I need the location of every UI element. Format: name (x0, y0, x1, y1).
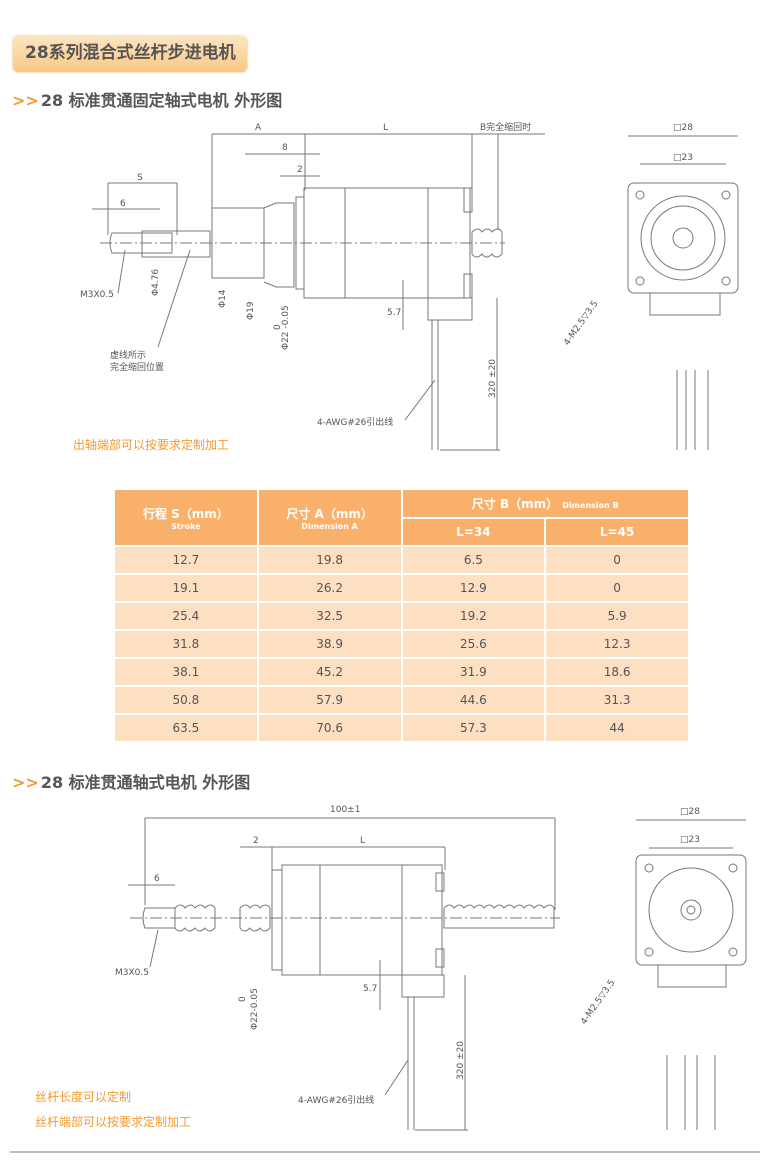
col-stroke: 行程 S（mm）Stroke (113, 488, 259, 547)
table-cell: 31.8 (113, 629, 259, 659)
svg-text:Φ22 -0.05: Φ22 -0.05 (281, 305, 291, 350)
col-dim-b: 尺寸 B（mm） Dimension B (400, 488, 690, 519)
svg-text:8: 8 (282, 143, 288, 153)
section2-note-1: 丝杆长度可以定制 (35, 1090, 132, 1104)
bottom-divider (10, 1151, 760, 1153)
svg-text:0: 0 (238, 996, 248, 1002)
table-cell: 18.6 (544, 657, 690, 687)
table-cell: 70.6 (256, 713, 403, 743)
svg-text:320 ±20: 320 ±20 (488, 359, 498, 398)
section2-note-2: 丝杆端部可以按要求定制加工 (35, 1115, 192, 1129)
table-cell: 44.6 (400, 685, 547, 715)
motor-body (303, 187, 471, 299)
section1-note: 出轴端部可以按要求定制加工 (73, 438, 230, 452)
svg-text:4-AWG#26引出线: 4-AWG#26引出线 (317, 416, 393, 428)
svg-text:Φ14: Φ14 (218, 289, 228, 308)
leadscrew-nut (141, 230, 211, 258)
svg-text:100±1: 100±1 (330, 805, 360, 815)
svg-text:0: 0 (273, 324, 283, 330)
svg-text:L: L (383, 123, 388, 133)
table-cell: 44 (544, 713, 690, 743)
front-flange (627, 182, 739, 294)
col-dim-a: 尺寸 A（mm）Dimension A (256, 488, 403, 547)
svg-text:5.7: 5.7 (363, 984, 377, 994)
svg-text:B完全缩回时: B完全缩回时 (480, 121, 531, 133)
svg-text:5.7: 5.7 (387, 308, 401, 318)
table-cell: 38.9 (256, 629, 403, 659)
col-l45: L=45 (544, 517, 690, 547)
table-cell: 12.3 (544, 629, 690, 659)
svg-text:□23: □23 (673, 153, 693, 163)
table-cell: 19.8 (256, 545, 403, 575)
svg-text:□28: □28 (680, 807, 700, 817)
svg-text:完全缩回位置: 完全缩回位置 (110, 361, 164, 373)
svg-text:6: 6 (120, 199, 126, 209)
svg-text:4-M2.5▽3.5: 4-M2.5▽3.5 (579, 978, 617, 1027)
table-cell: 5.9 (544, 601, 690, 631)
table-cell: 26.2 (256, 573, 403, 603)
table-cell: 31.9 (400, 657, 547, 687)
svg-text:4-AWG#26引出线: 4-AWG#26引出线 (298, 1094, 374, 1106)
leadscrew-end (471, 228, 503, 258)
table-cell: 63.5 (113, 713, 259, 743)
svg-text:2: 2 (253, 836, 259, 846)
svg-text:2: 2 (297, 165, 303, 175)
table-cell: 6.5 (400, 545, 547, 575)
svg-text:□23: □23 (680, 835, 700, 845)
col-l34: L=34 (400, 517, 547, 547)
table-cell: 25.4 (113, 601, 259, 631)
section2-title: >>28 标准贯通轴式电机 外形图 (12, 773, 251, 792)
svg-text:M3X0.5: M3X0.5 (80, 290, 114, 300)
svg-text:M3X0.5: M3X0.5 (115, 968, 149, 978)
svg-text:Φ22-0.05: Φ22-0.05 (250, 988, 260, 1030)
svg-text:320 ±20: 320 ±20 (456, 1041, 466, 1080)
drawing-fixed-shaft-motor: A L B完全缩回时 8 2 S 6 M3X0.5 Φ4.76 Φ14 Φ19 … (80, 121, 739, 451)
table-cell: 19.1 (113, 573, 259, 603)
svg-text:L: L (360, 836, 365, 846)
svg-text:□28: □28 (673, 123, 693, 133)
table-cell: 12.9 (400, 573, 547, 603)
table-cell: 31.3 (544, 685, 690, 715)
dimension-table: 行程 S（mm）Stroke 尺寸 A（mm）Dimension A 尺寸 B（… (113, 488, 690, 743)
section1-title: >>28 标准贯通固定轴式电机 外形图 (12, 91, 283, 110)
table-cell: 57.9 (256, 685, 403, 715)
shaft (109, 232, 173, 254)
table-cell: 50.8 (113, 685, 259, 715)
table-cell: 0 (544, 545, 690, 575)
svg-text:S: S (137, 173, 143, 183)
table-cell: 25.6 (400, 629, 547, 659)
table-cell: 32.5 (256, 601, 403, 631)
table-cell: 12.7 (113, 545, 259, 575)
svg-text:A: A (255, 123, 262, 133)
svg-text:Φ19: Φ19 (246, 301, 256, 320)
svg-text:Φ4.76: Φ4.76 (151, 269, 161, 296)
drawing-through-shaft-motor: 100±1 2 L 6 M3X0.5 0 Φ22-0.05 5.7 320 ±2… (115, 805, 747, 1131)
table-cell: 57.3 (400, 713, 547, 743)
page-header: 28系列混合式丝杆步进电机 (13, 35, 247, 71)
svg-text:虚线所示: 虚线所示 (110, 349, 146, 361)
svg-text:6: 6 (154, 874, 160, 884)
table-cell: 0 (544, 573, 690, 603)
svg-text:4-M2.5▽3.5: 4-M2.5▽3.5 (562, 299, 600, 348)
table-cell: 19.2 (400, 601, 547, 631)
table-cell: 45.2 (256, 657, 403, 687)
table-cell: 38.1 (113, 657, 259, 687)
